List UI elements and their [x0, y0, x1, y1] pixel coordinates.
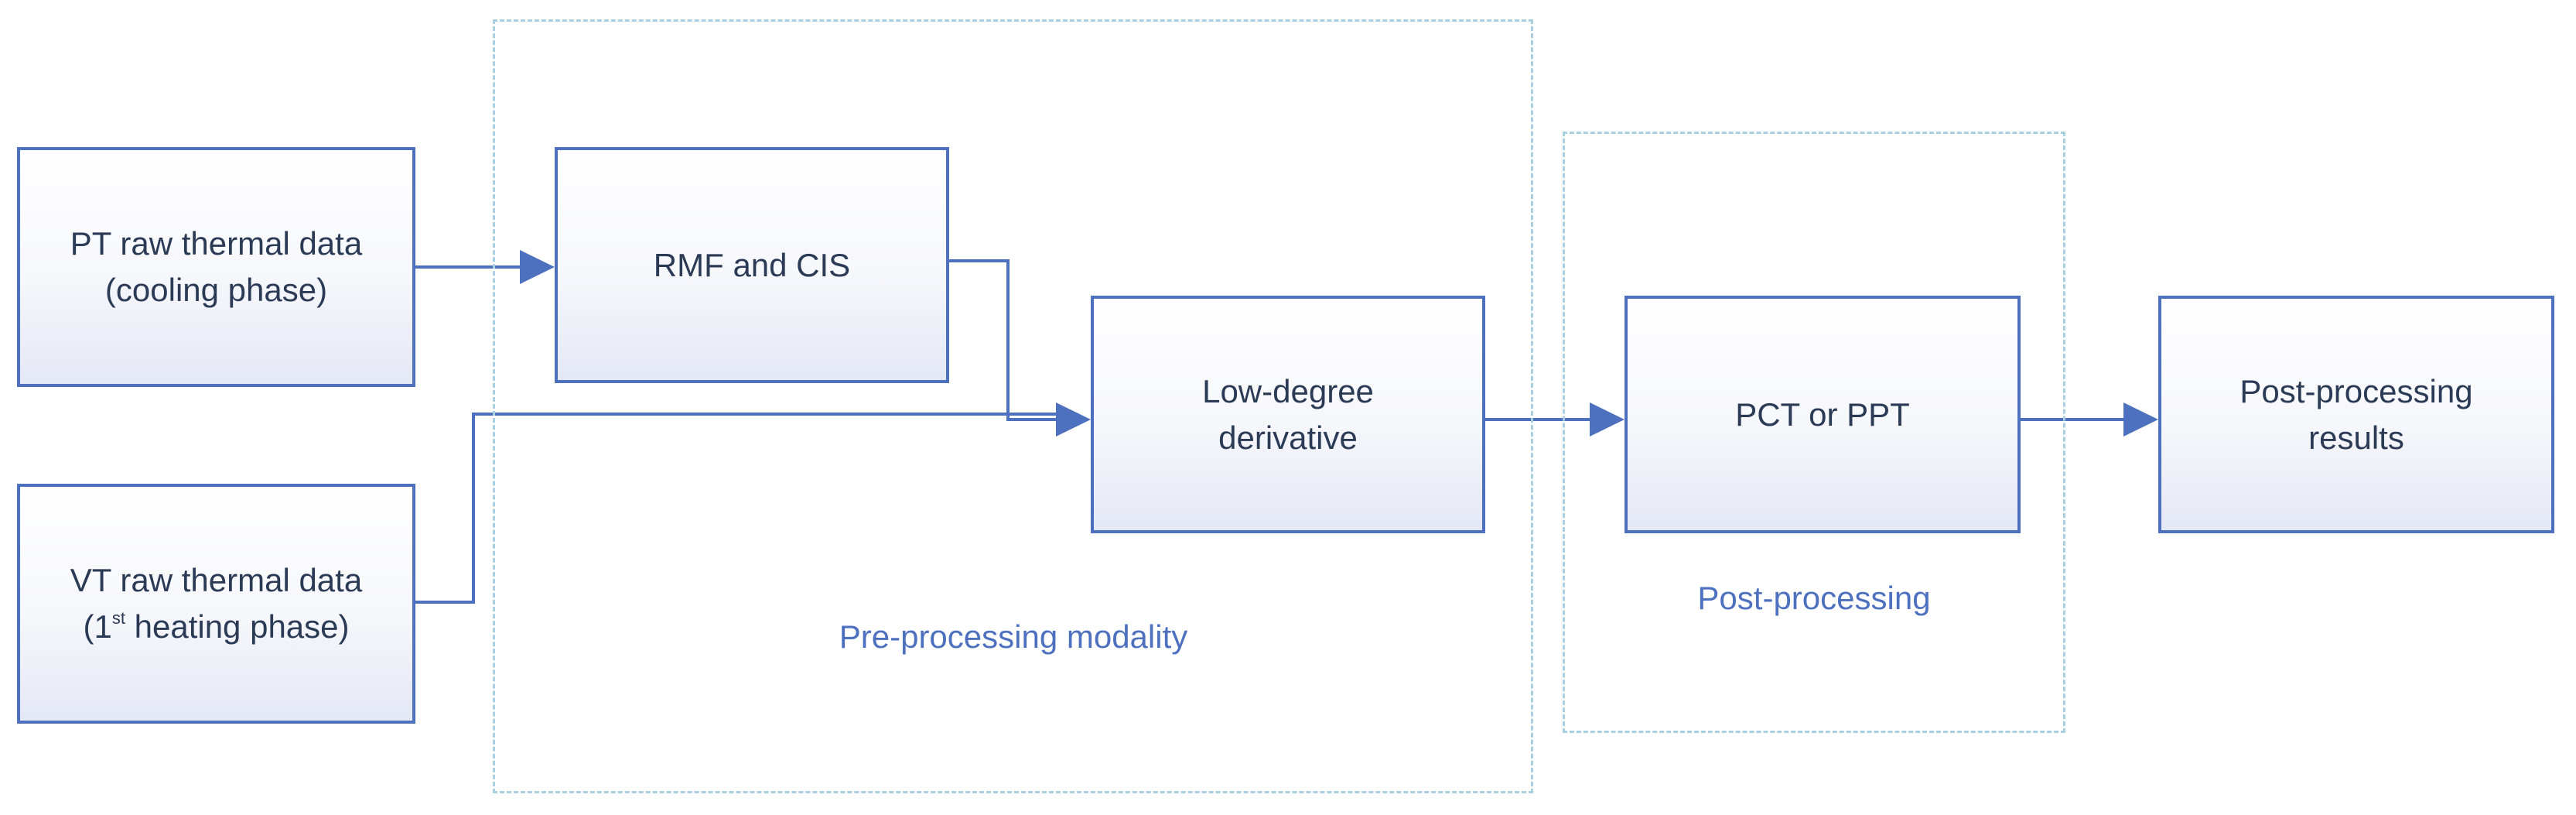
postprocessing-group-label: Post-processing: [1697, 580, 1931, 616]
low-degree-derivative-line2: derivative: [1218, 419, 1358, 456]
arrow-vt-to-derivative: [415, 413, 1057, 604]
arrowhead-pt-to-rmf: [520, 250, 555, 284]
rmf-cis-label: RMF and CIS: [653, 246, 851, 283]
postprocessing-group: [1563, 132, 2065, 733]
arrowhead-pct-to-results: [2123, 402, 2158, 437]
vt-raw-data-superscript: st: [111, 608, 125, 628]
vt-raw-data-box: VT raw thermal data (1st heating phase): [17, 484, 415, 724]
rmf-cis-box: RMF and CIS: [555, 147, 949, 383]
post-processing-results-box: Post-processing results: [2158, 296, 2554, 533]
post-processing-results-line2: results: [2308, 419, 2404, 456]
arrow-rmf-to-derivative: [949, 259, 1057, 421]
pct-ppt-box: PCT or PPT: [1625, 296, 2021, 533]
low-degree-derivative-line1: Low-degree: [1202, 372, 1374, 409]
pt-raw-data-line1: PT raw thermal data: [70, 225, 363, 262]
preprocessing-group-label: Pre-processing modality: [839, 618, 1188, 655]
vt-raw-data-line2: (1st heating phase): [83, 604, 349, 650]
arrowhead-derivative-to-pct: [1590, 402, 1625, 437]
vt-raw-data-line2-pre: (1: [83, 608, 112, 645]
pt-raw-data-box: PT raw thermal data (cooling phase): [17, 147, 415, 387]
preprocessing-group: [493, 19, 1533, 793]
arrowhead-rmf-to-derivative: [1056, 402, 1091, 437]
post-processing-results-line1: Post-processing: [2239, 372, 2473, 409]
vt-raw-data-line2-post: heating phase): [125, 608, 350, 645]
pt-raw-data-line2: (cooling phase): [104, 272, 328, 308]
vt-raw-data-line1: VT raw thermal data: [70, 562, 363, 598]
low-degree-derivative-box: Low-degree derivative: [1091, 296, 1485, 533]
pct-ppt-label: PCT or PPT: [1735, 396, 1910, 433]
